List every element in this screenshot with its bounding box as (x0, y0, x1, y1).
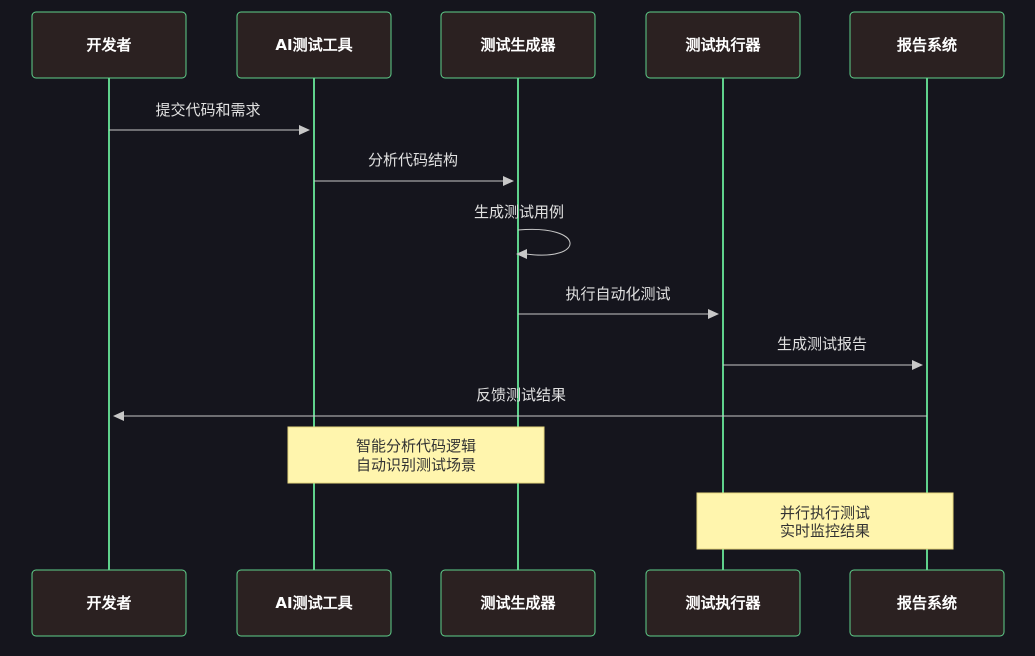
note-line: 实时监控结果 (780, 522, 870, 540)
actor-label: 测试生成器 (480, 594, 556, 612)
messages: 提交代码和需求 分析代码结构 生成测试用例 执行自动化测试 生成测试报告 (109, 101, 927, 421)
message-label: 反馈测试结果 (476, 386, 566, 404)
message-analyze-code: 分析代码结构 (314, 151, 514, 186)
self-loop-arrow (517, 228, 571, 256)
actor-developer-top: 开发者 (31, 11, 187, 79)
notes: 智能分析代码逻辑 自动识别测试场景 并行执行测试 实时监控结果 (287, 426, 954, 550)
message-run-tests: 执行自动化测试 (518, 285, 719, 319)
actor-ai-tool-top: AI测试工具 (236, 11, 392, 79)
message-generate-report: 生成测试报告 (723, 335, 923, 370)
actor-label: 测试执行器 (685, 594, 761, 612)
actor-generator-top: 测试生成器 (440, 11, 596, 79)
message-label: 提交代码和需求 (155, 101, 260, 119)
actor-generator-bottom: 测试生成器 (440, 569, 596, 637)
note-line: 自动识别测试场景 (356, 456, 476, 474)
actor-label: 开发者 (86, 36, 131, 54)
message-generate-cases: 生成测试用例 (474, 203, 571, 259)
message-submit-code: 提交代码和需求 (109, 101, 310, 135)
actors-top: 开发者 AI测试工具 测试生成器 测试执行器 报告系统 (31, 11, 1005, 79)
arrowhead-icon (503, 176, 514, 186)
actor-label: 测试执行器 (685, 36, 761, 54)
arrowhead-icon (708, 309, 719, 319)
note-execution: 并行执行测试 实时监控结果 (696, 492, 954, 550)
arrowhead-icon (516, 249, 527, 259)
actor-ai-tool-bottom: AI测试工具 (236, 569, 392, 637)
message-label: 执行自动化测试 (565, 285, 670, 303)
arrowhead-icon (299, 125, 310, 135)
note-line: 智能分析代码逻辑 (356, 437, 476, 455)
lifelines (108, 78, 928, 570)
actor-developer-bottom: 开发者 (31, 569, 187, 637)
actor-label: 测试生成器 (480, 36, 556, 54)
actor-label: 开发者 (86, 594, 131, 612)
actor-label: 报告系统 (897, 594, 957, 612)
actor-executor-top: 测试执行器 (645, 11, 801, 79)
actor-reporter-top: 报告系统 (849, 11, 1005, 79)
actors-bottom: 开发者 AI测试工具 测试生成器 测试执行器 报告系统 (31, 569, 1005, 637)
actor-label: AI测试工具 (275, 36, 352, 54)
note-analysis: 智能分析代码逻辑 自动识别测试场景 (287, 426, 545, 484)
note-line: 并行执行测试 (780, 504, 870, 522)
actor-executor-bottom: 测试执行器 (645, 569, 801, 637)
message-label: 分析代码结构 (368, 151, 458, 169)
message-label: 生成测试用例 (474, 203, 564, 221)
actor-label: 报告系统 (897, 36, 957, 54)
actor-label: AI测试工具 (275, 594, 352, 612)
message-feedback-results: 反馈测试结果 (113, 386, 927, 421)
message-label: 生成测试报告 (777, 335, 867, 353)
arrowhead-icon (912, 360, 923, 370)
arrowhead-icon (113, 411, 124, 421)
actor-reporter-bottom: 报告系统 (849, 569, 1005, 637)
